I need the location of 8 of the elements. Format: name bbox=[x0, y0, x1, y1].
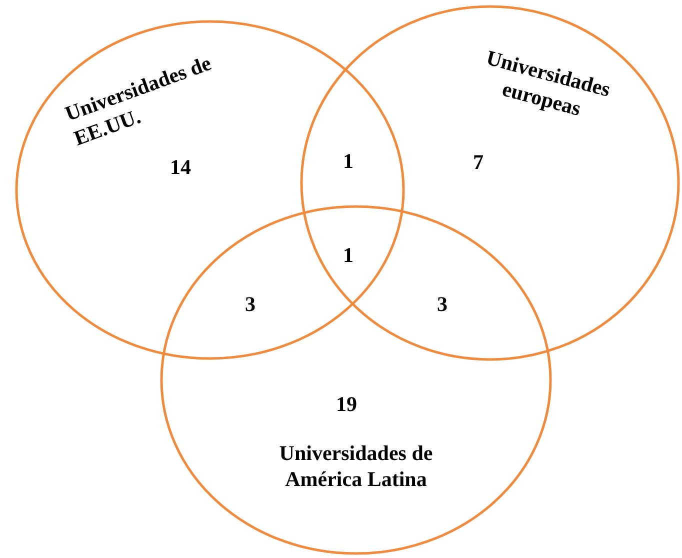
region-count: 19 bbox=[336, 391, 357, 417]
set-label: Universidades de América Latina bbox=[278, 440, 434, 492]
region-count: 3 bbox=[245, 291, 256, 317]
region-count: 3 bbox=[437, 291, 448, 317]
region-count: 7 bbox=[473, 149, 484, 175]
region-count: 14 bbox=[170, 154, 191, 180]
region-count: 1 bbox=[343, 148, 354, 174]
region-count: 1 bbox=[343, 242, 354, 268]
